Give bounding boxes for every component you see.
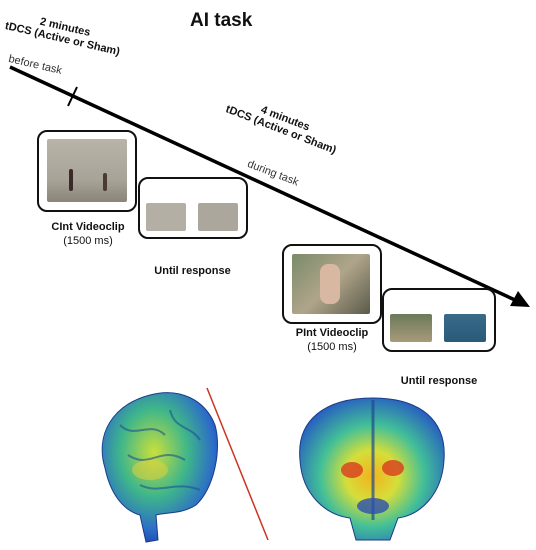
cint-duration: (1500 ms) [63,235,113,247]
cint-video-thumbnail [47,139,127,202]
cint-response-caption: Until response [154,265,231,277]
timeline-arrowhead [510,291,530,307]
pint-duration: (1500 ms) [307,341,357,353]
brain-lateral-icon [101,392,218,543]
cint-video-frame [37,130,137,212]
cint-option-right-thumbnail [198,203,238,231]
pint-video-frame [282,244,382,324]
cint-caption: CInt Videoclip (1500 ms) [37,220,139,248]
timeline-tick [67,86,78,107]
pint-option-left-thumbnail [390,314,432,342]
pint-label: PInt Videoclip [295,327,369,339]
pint-caption: PInt Videoclip (1500 ms) [282,326,382,354]
cint-label: CInt Videoclip [51,221,125,233]
pint-video-thumbnail [292,254,370,314]
cint-option-left-thumbnail [146,203,186,231]
pint-response-caption: Until response [400,375,478,387]
page-title: AI task [190,10,253,31]
cut-line [206,387,269,541]
pint-option-right-thumbnail [444,314,486,342]
cint-response-frame [138,177,248,239]
pint-response-frame [382,288,496,352]
timeline-arrow [9,65,516,302]
brain-frontal-icon [299,397,445,541]
